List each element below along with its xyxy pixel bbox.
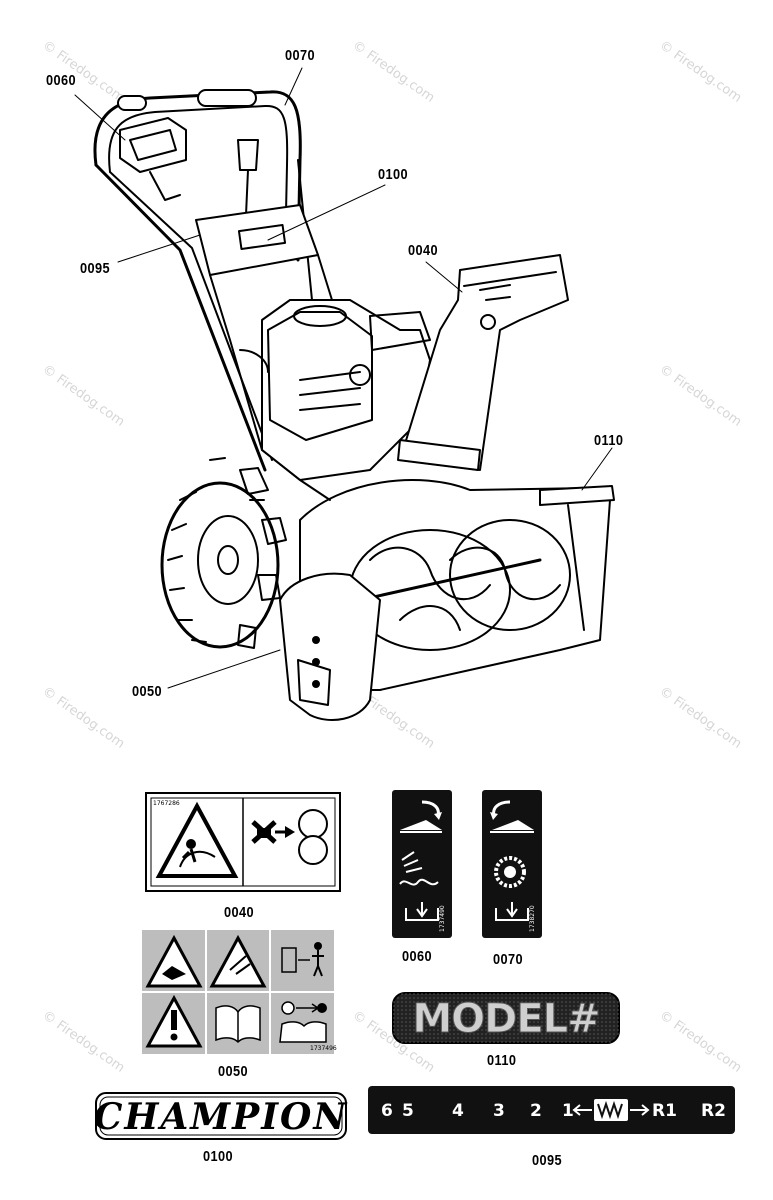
callout-0040: 0040 xyxy=(408,242,439,259)
callout-0110: 0110 xyxy=(594,432,624,449)
decal-0050-caption: 0050 xyxy=(218,1063,249,1080)
watermark: © Firedog.com xyxy=(656,1008,745,1076)
callout-0050: 0050 xyxy=(132,683,163,700)
decal-0070-caption: 0070 xyxy=(493,951,524,968)
decal-0040-caption: 0040 xyxy=(224,904,255,921)
decal-0110-model-text: MODEL# xyxy=(412,996,599,1042)
decal-0110-caption: 0110 xyxy=(487,1052,517,1069)
gear-label: 2 xyxy=(530,1101,542,1121)
snow-blower-illustration xyxy=(74,67,615,721)
decal-0060-caption: 0060 xyxy=(402,948,433,965)
gear-label: 5 xyxy=(402,1101,414,1121)
callout-0060: 0060 xyxy=(46,72,77,89)
decal-0095-gear-indicator: 6 5 4 3 2 1 R1 R2 xyxy=(368,1086,735,1134)
callout-0095: 0095 xyxy=(80,260,111,277)
decal-0040-part-no: 1767286 xyxy=(153,800,180,807)
gear-label: 1 xyxy=(562,1101,574,1121)
decal-0110-model-plate: MODEL# xyxy=(392,992,620,1044)
callout-0100: 0100 xyxy=(378,166,409,183)
watermark: © Firedog.com xyxy=(39,1008,128,1076)
decal-0070-part-no: 1738270 xyxy=(529,905,536,932)
decal-0100-champion-text: CHAMPION xyxy=(94,1096,349,1138)
gear-label: 4 xyxy=(452,1101,464,1121)
decal-0070-label: 1738270 xyxy=(482,790,542,938)
callout-0070: 0070 xyxy=(285,47,316,64)
decal-0040-warning-label: 1767286 xyxy=(145,792,341,892)
decal-0060-part-no: 1737490 xyxy=(439,905,446,932)
decal-0100-champion-badge: CHAMPION xyxy=(94,1092,349,1140)
decal-0095-caption: 0095 xyxy=(532,1152,563,1169)
decal-0050-warning-label: 1737496 xyxy=(142,930,337,1054)
gear-label: 6 xyxy=(381,1101,393,1121)
decal-0050-part-no: 1737496 xyxy=(310,1045,337,1052)
decal-0060-label: 1737490 xyxy=(392,790,452,938)
gear-label: 3 xyxy=(493,1101,505,1121)
gear-label: R2 xyxy=(701,1101,726,1121)
decal-0100-caption: 0100 xyxy=(203,1148,234,1165)
gear-label: R1 xyxy=(652,1101,677,1121)
